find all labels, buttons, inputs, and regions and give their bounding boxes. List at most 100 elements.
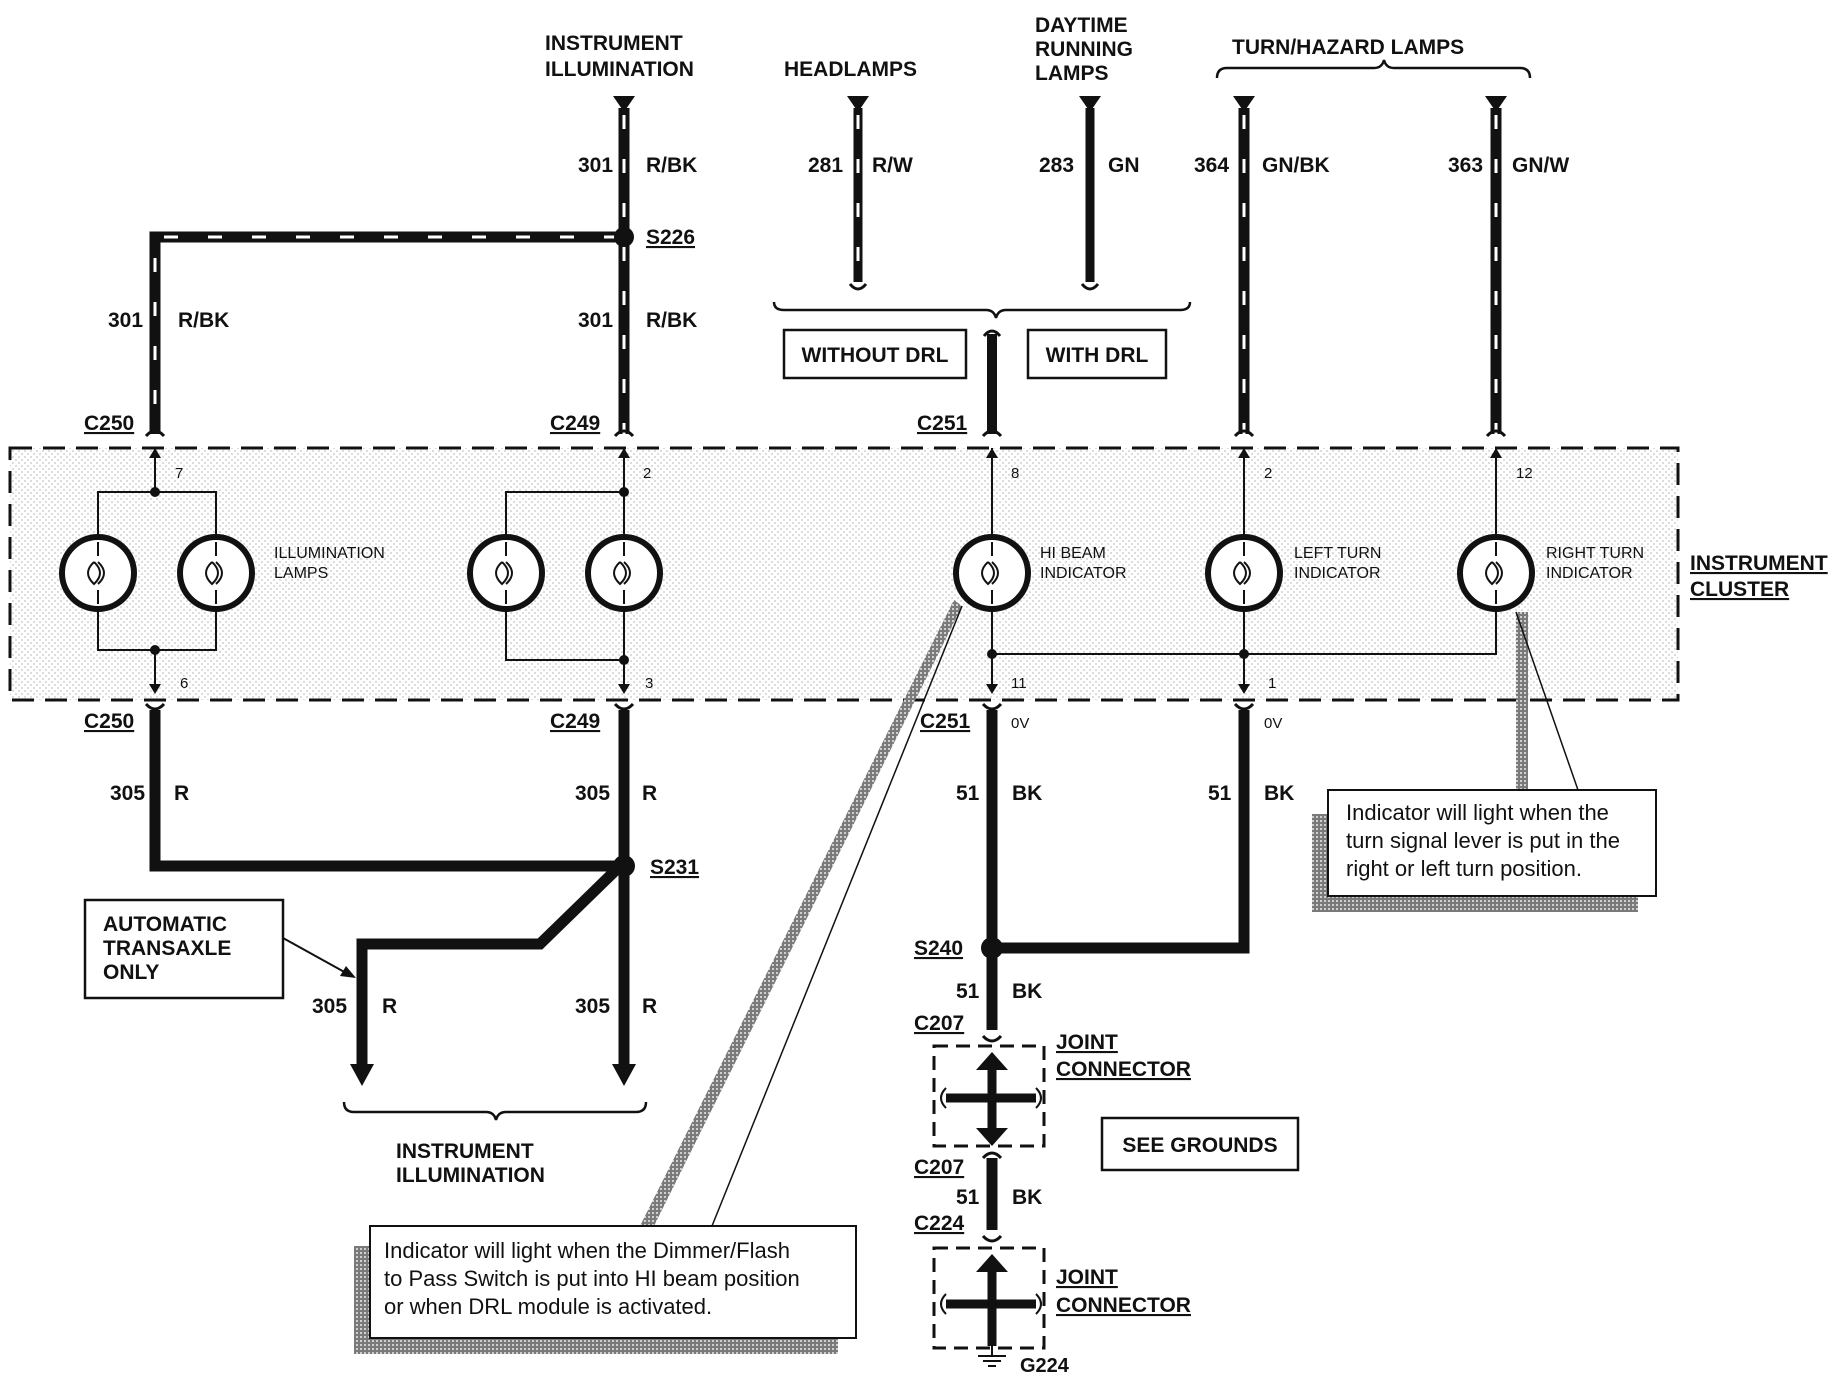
voltage-reading: 0V [1264,715,1282,732]
label-daytime-running-lamps: DAYTIME RUNNING LAMPS [1035,14,1133,85]
svg-text:RUNNING: RUNNING [1035,38,1133,61]
wire-51-a-circuit: 51 [956,782,980,805]
splice-s231-label: S231 [650,856,699,879]
wire-51-d-circuit: 51 [956,1186,980,1209]
svg-text:INSTRUMENT: INSTRUMENT [396,1140,534,1163]
splice-s226 [614,227,634,247]
connector-c224: C224 [914,1212,965,1235]
connector-c207-bottom: C207 [914,1156,964,1179]
svg-text:LAMPS: LAMPS [274,565,328,582]
hibeam-note-text: Indicator will light when the Dimmer/Fla… [384,1238,800,1319]
splice-s231 [613,855,635,877]
svg-text:RIGHT TURN: RIGHT TURN [1546,545,1644,562]
svg-text:INDICATOR: INDICATOR [1040,565,1127,582]
label-instrument-illumination-bottom: INSTRUMENT ILLUMINATION [396,1140,545,1187]
svg-text:or when DRL module is activate: or when DRL module is activated. [384,1294,712,1319]
lamp-icon [177,534,255,612]
instrument-illumination-brace [342,1101,648,1121]
splice-s226-label: S226 [646,226,695,249]
svg-text:AUTOMATIC: AUTOMATIC [103,913,227,936]
wire-51-a-color: BK [1012,782,1042,805]
wire-305-arrowheads [350,1064,636,1086]
wire-301-main [613,96,635,434]
connector-c251-top: C251 [917,412,968,435]
wire-305-left-color: R [174,782,189,805]
wire-301-top-color: R/BK [646,154,697,177]
wire-281-circuit: 281 [808,154,843,177]
hibeam-note-box [369,1225,857,1339]
see-grounds-label: SEE GROUNDS [1122,1134,1277,1157]
label-headlamps: HEADLAMPS [784,58,917,81]
svg-text:DAYTIME: DAYTIME [1035,14,1128,37]
wire-301-top-circuit: 301 [578,154,613,177]
wire-305-mid-color: R [642,782,657,805]
pin-7: 7 [175,465,183,482]
wire-51-b-circuit: 51 [1208,782,1232,805]
wire-305-bottom-color: R [642,995,657,1018]
pin-6: 6 [180,675,188,692]
svg-text:JOINT: JOINT [1056,1031,1118,1054]
svg-text:ILLUMINATION: ILLUMINATION [545,58,694,81]
wire-305-network [149,710,630,1068]
connector-c250-bottom: C250 [84,710,134,733]
joint-connector-1-label: JOINT CONNECTOR [1056,1031,1191,1081]
svg-text:right or left turn position.: right or left turn position. [1346,856,1582,881]
cluster-circuits [97,448,1497,690]
cluster-pin-arrows [149,448,1502,694]
svg-text:LEFT TURN: LEFT TURN [1294,545,1381,562]
svg-text:INSTRUMENT: INSTRUMENT [545,32,683,55]
wire-301-mid-circuit: 301 [578,309,613,332]
connector-fork [981,1151,1003,1160]
wire-281-color: R/W [872,154,913,177]
svg-text:ONLY: ONLY [103,961,159,984]
turn-note-leader [1515,611,1579,791]
instrument-cluster-label: INSTRUMENT CLUSTER [1690,552,1828,601]
wire-301-left-circuit: 301 [108,309,143,332]
pin-2: 2 [643,465,651,482]
right-turn-indicator-label: RIGHT TURN INDICATOR [1546,545,1644,582]
wire-281 [847,96,869,291]
splice-s240-label: S240 [914,937,963,960]
connector-forks-bottom [144,702,1255,711]
connector-c250-top: C250 [84,412,134,435]
wire-363-circuit: 363 [1448,154,1483,177]
left-turn-indicator-label: LEFT TURN INDICATOR [1294,545,1381,582]
svg-text:CLUSTER: CLUSTER [1690,578,1789,601]
pin-12: 12 [1516,465,1533,482]
right-turn-indicator-lamp-icon [1457,534,1535,612]
wire-283-circuit: 283 [1039,154,1074,177]
lamp-icon [59,534,137,612]
wire-364-color: GN/BK [1262,154,1330,177]
connector-fork [981,1034,1003,1043]
connector-fork [981,1234,1003,1243]
voltage-reading: 0V [1011,715,1029,732]
wire-305-mid-circuit: 305 [575,782,610,805]
svg-text:INDICATOR: INDICATOR [1294,565,1381,582]
wire-c251-top [982,329,1002,434]
wire-283 [1079,96,1101,291]
wire-363 [1485,96,1507,434]
automatic-transaxle-box [83,898,285,1000]
wire-301-left-color: R/BK [178,309,229,332]
turn-note-text: Indicator will light when the turn signa… [1346,800,1620,881]
svg-text:ILLUMINATION: ILLUMINATION [396,1164,545,1187]
hi-beam-indicator-lamp-icon [953,534,1031,612]
label-turn-hazard-lamps: TURN/HAZARD LAMPS [1232,36,1464,59]
svg-text:INDICATOR: INDICATOR [1546,565,1633,582]
wire-51-network [986,710,1250,1030]
joint-connector-2-label: JOINT CONNECTOR [1056,1266,1191,1317]
wire-51-c-color: BK [1012,980,1042,1003]
lamp-icon [467,534,545,612]
automatic-transaxle-label: AUTOMATIC TRANSAXLE ONLY [103,913,231,984]
wire-51-c-circuit: 51 [956,980,980,1003]
svg-text:ILLUMINATION: ILLUMINATION [274,545,385,562]
label-instrument-illumination-top: INSTRUMENT ILLUMINATION [545,32,694,81]
without-drl-label: WITHOUT DRL [802,344,949,367]
leader-arrow [282,937,356,978]
hibeam-note-leader [711,605,963,1227]
wire-305-bottom-circuit: 305 [575,995,610,1018]
svg-text:CONNECTOR: CONNECTOR [1056,1058,1191,1081]
svg-text:CONNECTOR: CONNECTOR [1056,1294,1191,1317]
connector-forks-top [144,429,1507,438]
